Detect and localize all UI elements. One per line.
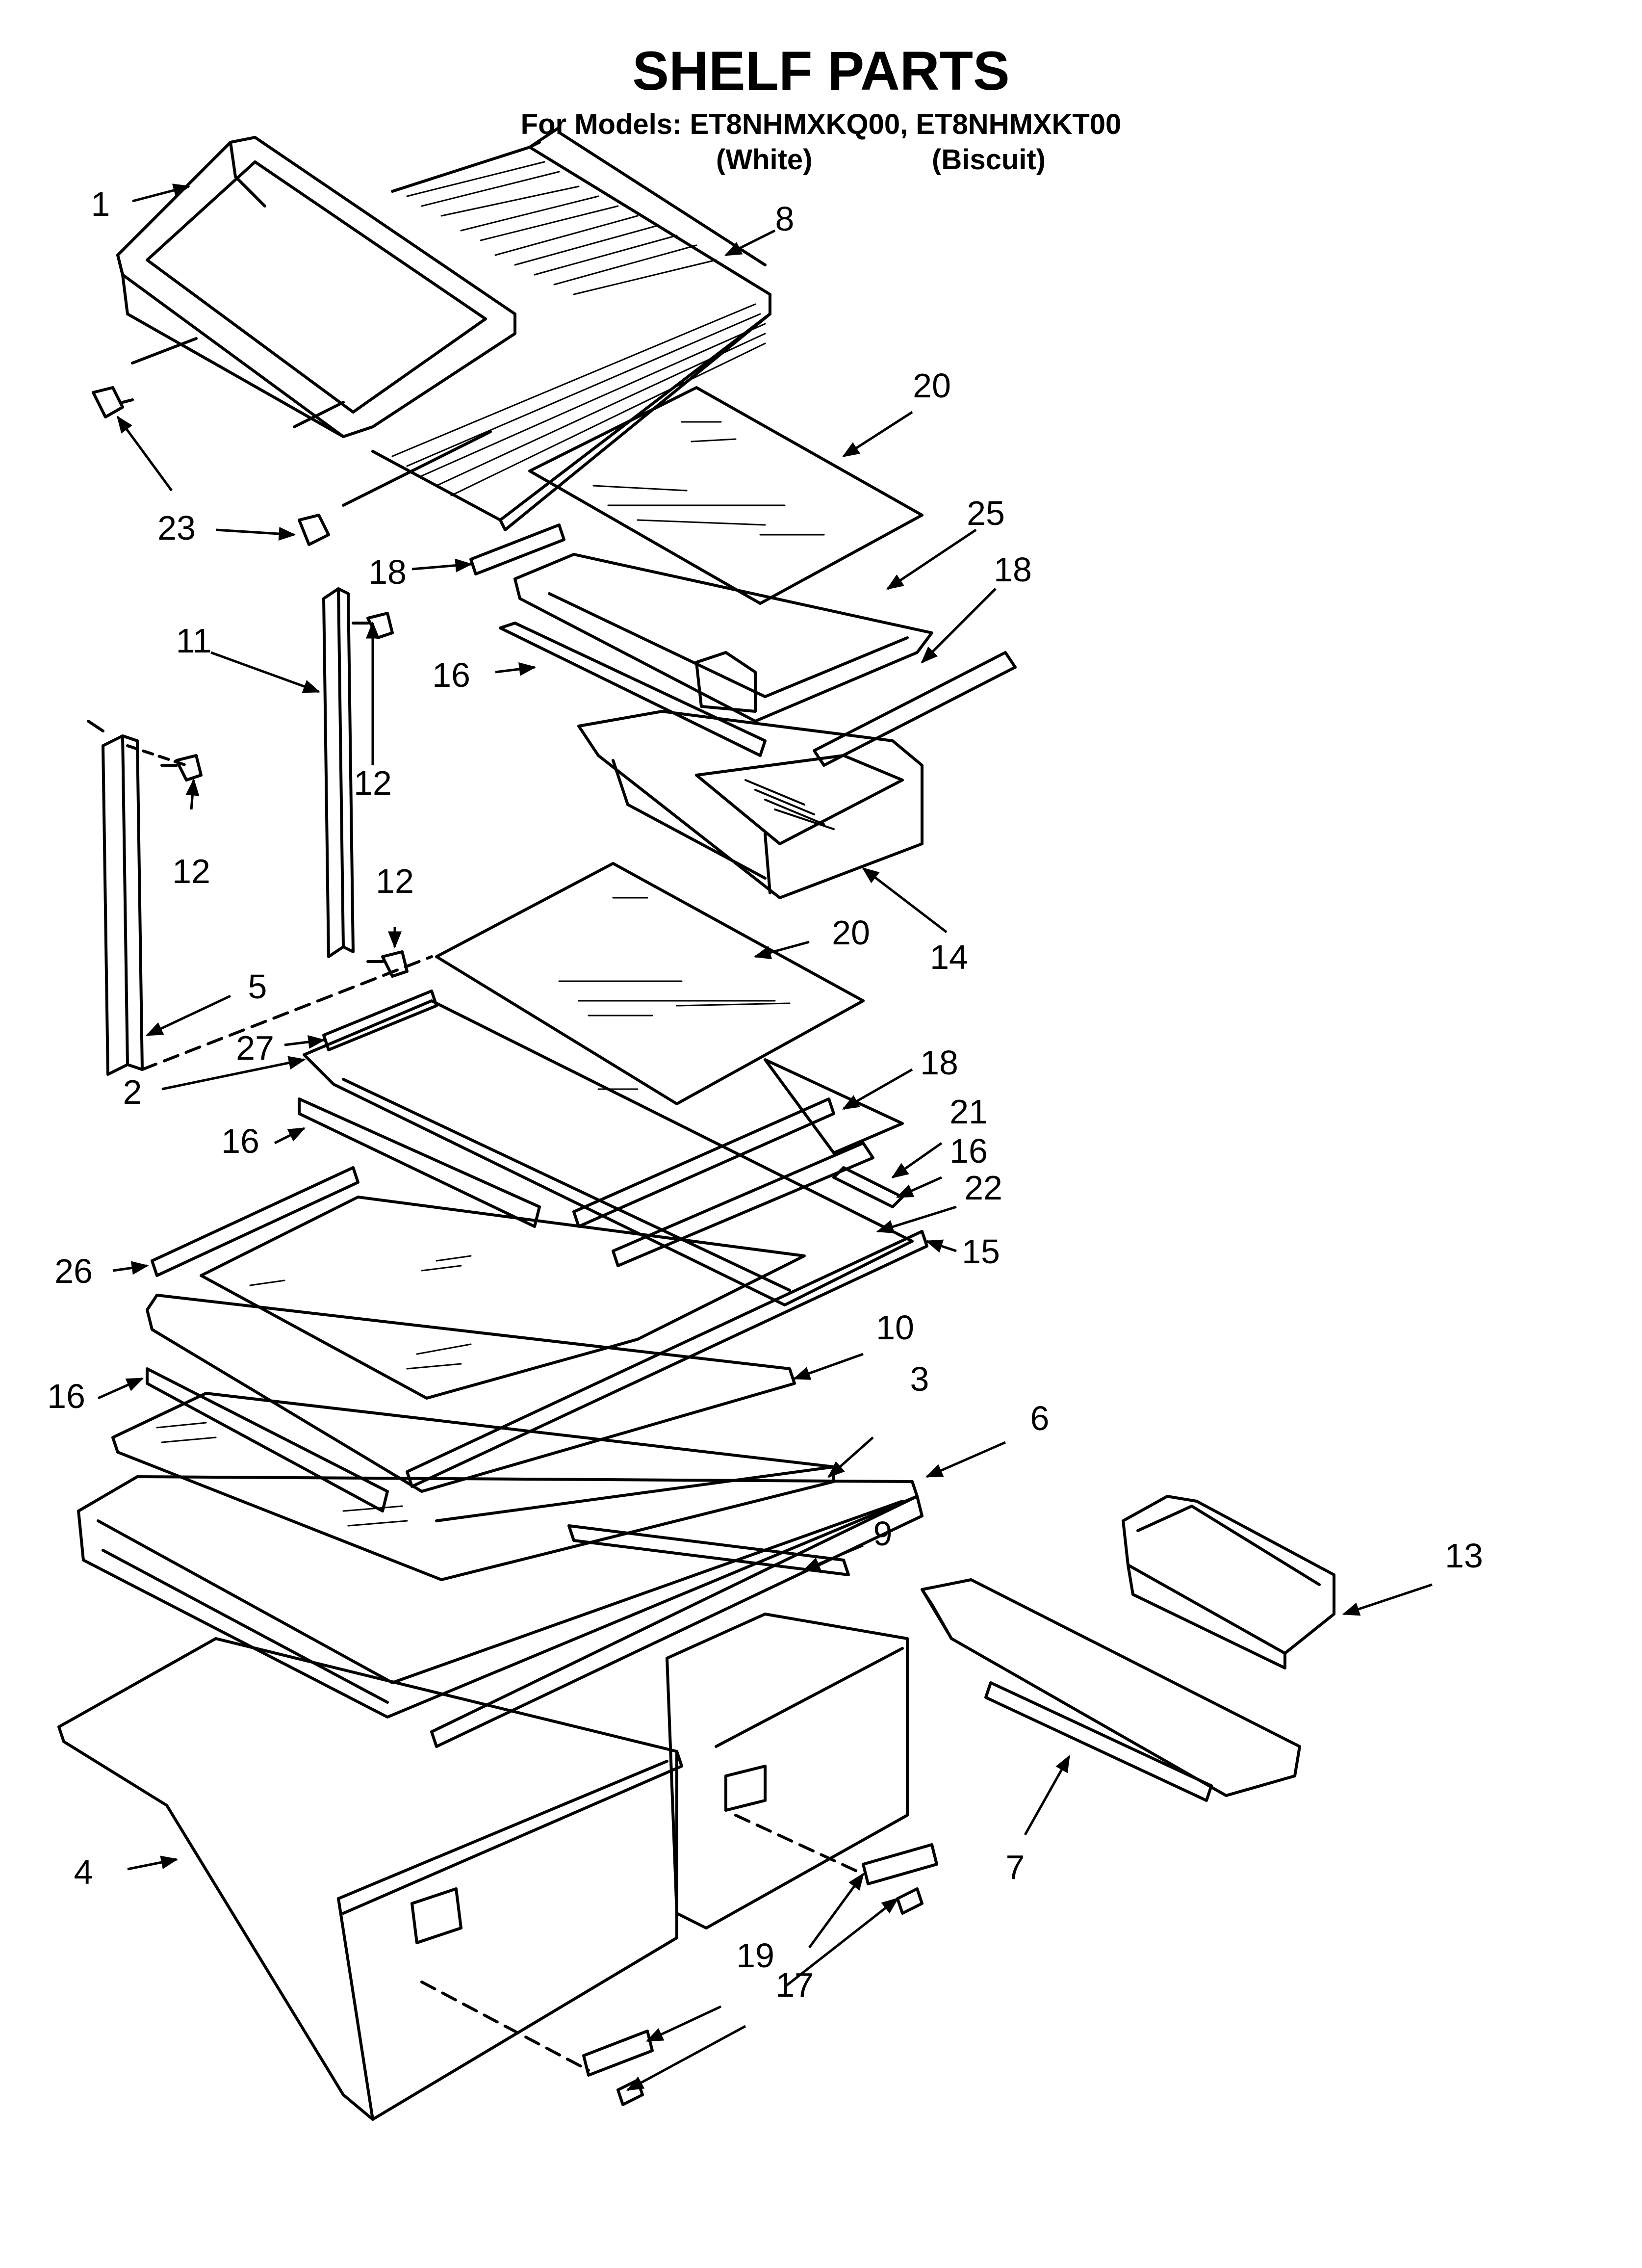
callout-3: 3	[910, 1360, 929, 1398]
part-18-rail-upper-right	[813, 651, 1017, 767]
part-27-rail	[322, 990, 438, 1051]
part-25-crisper-frame	[513, 553, 933, 723]
part-13-small-bin	[1122, 1495, 1335, 1669]
model-numbers: For Models: ET8NHMXKQ00, ET8NHMXKT00	[520, 108, 1122, 140]
part-16-trim-d	[146, 1367, 389, 1512]
callout-leaders	[97, 183, 1433, 2091]
callout-20-upper: 20	[913, 366, 951, 405]
part-4-crisper-drawer-left	[57, 1637, 683, 2121]
part-19-clip-b	[862, 1843, 938, 1885]
part-2-shelf-frame	[303, 999, 914, 1306]
glass-upper-glare	[592, 421, 825, 536]
callout-10: 10	[876, 1308, 914, 1347]
diagram-title: SHELF PARTS	[632, 40, 1010, 102]
callout-19: 19	[736, 1936, 774, 1975]
callout-16-b: 16	[221, 1122, 259, 1160]
callout-1: 1	[91, 185, 110, 223]
callout-18-middle: 18	[920, 1043, 958, 1082]
callout-23: 23	[157, 509, 196, 547]
callout-4: 4	[74, 1853, 93, 1891]
part-12-screw-c	[366, 950, 409, 978]
part-3-glass-shelf	[111, 1392, 835, 1581]
callout-16-d: 16	[47, 1377, 85, 1415]
callout-26: 26	[54, 1252, 93, 1290]
variant-white: (White)	[716, 144, 813, 176]
variant-biscuit: (Biscuit)	[932, 144, 1046, 176]
part-9-divider	[567, 1524, 850, 1576]
callout-2: 2	[123, 1073, 142, 1111]
part-16-trim-upper	[499, 622, 767, 757]
callout-12-a: 12	[172, 852, 210, 890]
callout-12-c: 12	[376, 862, 414, 900]
callout-25: 25	[967, 494, 1005, 532]
part-21-glass-fragment	[764, 1058, 904, 1154]
callout-15: 15	[962, 1232, 1000, 1271]
part-7-slide-support	[921, 1578, 1301, 1802]
part-16-trim-b	[298, 1097, 541, 1228]
part-3-glare	[156, 1422, 408, 1527]
part-17-stop-b	[896, 1887, 924, 1915]
callout-22: 22	[964, 1169, 1002, 1207]
part-5-ladder-support	[87, 720, 144, 1076]
alignment-line-19a	[420, 1981, 590, 2072]
part-12-screw-a	[160, 754, 203, 782]
part-26-front-trim	[151, 1166, 359, 1277]
callout-27: 27	[236, 1029, 274, 1067]
part-18-rail-upper-left	[469, 523, 565, 575]
callout-7: 7	[1006, 1848, 1025, 1886]
callout-16-c: 16	[949, 1132, 988, 1170]
callout-9: 9	[873, 1514, 893, 1553]
part-14-meat-drawer	[577, 651, 924, 899]
part-20-glass-upper	[528, 386, 924, 605]
part-10-shelf-frame	[146, 1294, 796, 1493]
alignment-line-5	[141, 955, 433, 1071]
callout-17: 17	[775, 1966, 814, 2004]
callout-20-middle: 20	[832, 913, 870, 952]
callout-16-upper: 16	[432, 656, 470, 694]
callout-18-upper-left: 18	[368, 553, 407, 591]
part-19-clip-a	[582, 2030, 654, 2077]
part-18-rail-middle	[572, 1097, 835, 1228]
part-20-glass-middle	[435, 862, 865, 1105]
part-1-bin	[116, 136, 516, 438]
callout-13: 13	[1445, 1537, 1483, 1575]
lower-glass-glare	[249, 1255, 472, 1370]
part-22-trim	[612, 1142, 874, 1267]
callout-6: 6	[1030, 1399, 1050, 1437]
wire-shelf-rods	[391, 161, 766, 496]
callout-21: 21	[949, 1093, 988, 1131]
meat-drawer-vents	[744, 779, 835, 830]
glass-middle-glare	[558, 897, 791, 1090]
callout-5: 5	[248, 967, 267, 1006]
callout-18-upper-right: 18	[994, 550, 1032, 589]
callout-12-b: 12	[354, 764, 392, 802]
part-23-knob-right	[298, 514, 330, 546]
part-11-ladder-support	[322, 587, 355, 958]
part-16-trim-c	[832, 1166, 904, 1208]
callout-11: 11	[176, 622, 212, 660]
lower-glass-shelf	[200, 1196, 806, 1400]
crisper-drawer-right	[666, 1613, 909, 1929]
part-23-knob-left	[92, 386, 134, 418]
alignment-line-19b	[734, 1814, 865, 1876]
callout-8: 8	[775, 200, 795, 238]
part-8-wire-shelf	[131, 126, 771, 531]
callout-labels: 1 8 20 23 25 18 18 11 16 12 12 12 14 20 …	[47, 185, 1483, 2004]
callout-14: 14	[930, 938, 968, 976]
